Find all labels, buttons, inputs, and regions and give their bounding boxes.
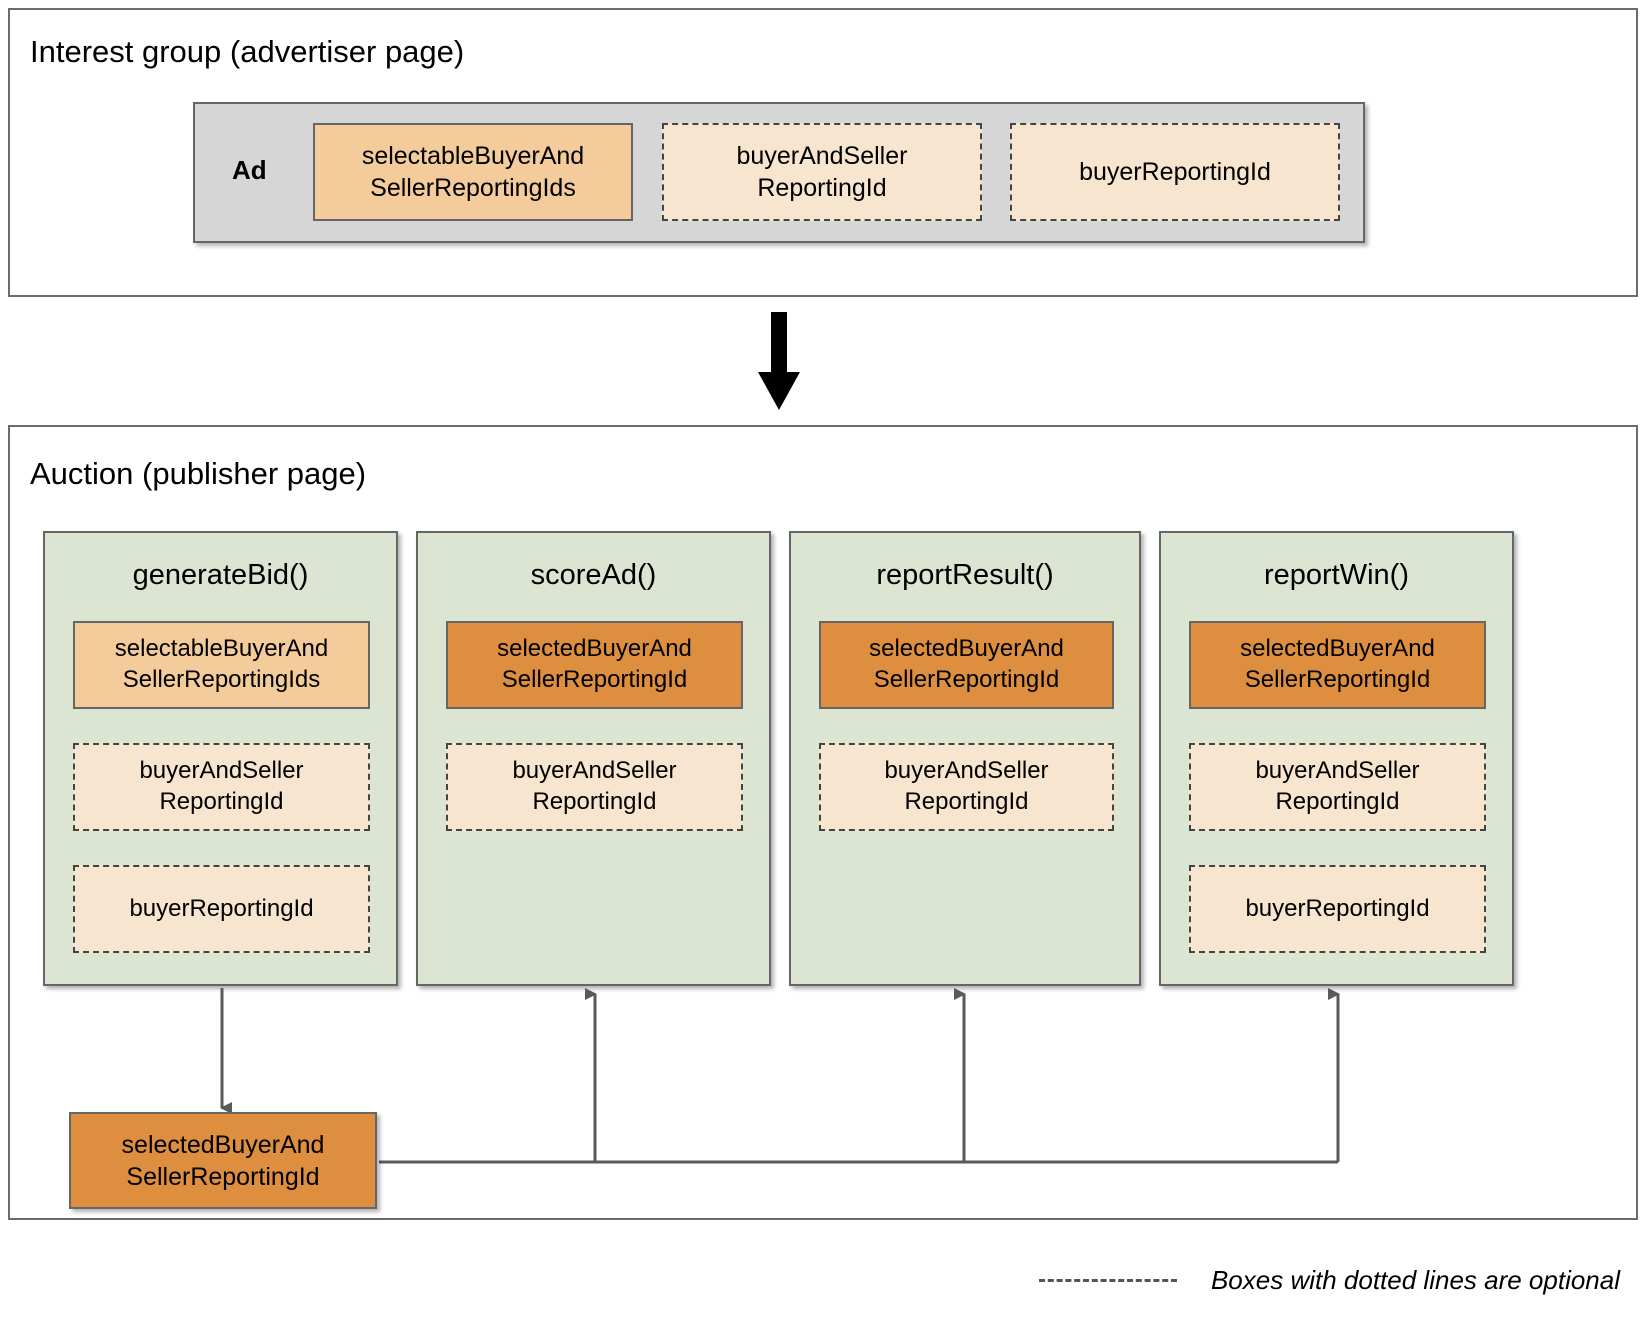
slot-selectable-buyer-and-seller-reporting-ids: selectableBuyerAnd SellerReportingIds — [73, 621, 370, 709]
slot-buyer-and-seller-reporting-id: buyerAndSeller ReportingId — [73, 743, 370, 831]
slot-line-1: selectedBuyerAnd — [869, 635, 1064, 663]
slot-selected-buyer-and-seller-reporting-id: selectedBuyerAnd SellerReportingId — [819, 621, 1114, 709]
legend-dashed-swatch — [1038, 1278, 1177, 1282]
slot-line-1: buyerAndSeller — [1255, 757, 1420, 785]
field-line-2: SellerReportingIds — [370, 174, 576, 202]
function-panel-scoread: scoreAd() selectedBuyerAnd SellerReporti… — [416, 531, 771, 986]
function-title: reportResult() — [876, 559, 1054, 591]
function-panel-reportresult: reportResult() selectedBuyerAnd SellerRe… — [789, 531, 1141, 986]
slot-buyer-and-seller-reporting-id: buyerAndSeller ReportingId — [1189, 743, 1486, 831]
slot-line-1: buyerAndSeller — [884, 757, 1049, 785]
slot-buyer-and-seller-reporting-id: buyerAndSeller ReportingId — [819, 743, 1114, 831]
slot-line-2: SellerReportingId — [501, 666, 688, 693]
slot-line-2: ReportingId — [159, 788, 284, 815]
result-box-selected-buyer-and-seller-reporting-id: selectedBuyerAnd SellerReportingId — [69, 1112, 377, 1209]
result-line-2: SellerReportingId — [126, 1162, 320, 1191]
slot-line-1: buyerAndSeller — [512, 757, 677, 785]
slot-line-1: selectableBuyerAnd — [114, 635, 329, 663]
field-line-2: ReportingId — [757, 174, 887, 202]
ig-field-buyer-reporting-id: buyerReportingId — [1010, 123, 1340, 221]
ig-field-buyer-and-seller-reporting-id: buyerAndSeller ReportingId — [662, 123, 982, 221]
flow-down-arrow-icon — [758, 312, 800, 410]
slot-selected-buyer-and-seller-reporting-id: selectedBuyerAnd SellerReportingId — [446, 621, 743, 709]
result-line-1: selectedBuyerAnd — [121, 1130, 325, 1159]
slot-selected-buyer-and-seller-reporting-id: selectedBuyerAnd SellerReportingId — [1189, 621, 1486, 709]
slot-line-2: ReportingId — [1275, 788, 1400, 815]
slot-buyer-reporting-id: buyerReportingId — [73, 865, 370, 953]
slot-line-1: buyerAndSeller — [139, 757, 304, 785]
ad-label: Ad — [232, 155, 267, 185]
auction-title: Auction (publisher page) — [30, 456, 367, 491]
function-title: reportWin() — [1263, 559, 1409, 591]
field-line-1: buyerAndSeller — [736, 142, 908, 170]
field-line-1: selectableBuyerAnd — [361, 142, 585, 170]
ig-field-selectable-buyer-and-seller-reporting-ids: selectableBuyerAnd SellerReportingIds — [313, 123, 633, 221]
slot-line-2: SellerReportingIds — [122, 666, 321, 693]
slot-line-1: selectedBuyerAnd — [1240, 635, 1435, 663]
slot-buyer-reporting-id: buyerReportingId — [1189, 865, 1486, 953]
legend-text: Boxes with dotted lines are optional — [1210, 1264, 1620, 1295]
slot-line-2: ReportingId — [904, 788, 1029, 815]
slot-line-2: SellerReportingId — [1244, 666, 1431, 693]
slot-line-2: SellerReportingId — [873, 666, 1060, 693]
function-panel-generatebid: generateBid() selectableBuyerAnd SellerR… — [43, 531, 398, 986]
slot-line-1: buyerReportingId — [129, 894, 314, 922]
function-title: scoreAd() — [530, 559, 657, 591]
slot-line-1: buyerReportingId — [1245, 894, 1430, 922]
slot-line-1: selectedBuyerAnd — [497, 635, 692, 663]
function-panel-reportwin: reportWin() selectedBuyerAnd SellerRepor… — [1159, 531, 1514, 986]
legend: Boxes with dotted lines are optional — [880, 1258, 1620, 1302]
function-title: generateBid() — [132, 559, 309, 591]
slot-buyer-and-seller-reporting-id: buyerAndSeller ReportingId — [446, 743, 743, 831]
slot-line-2: ReportingId — [532, 788, 657, 815]
interest-group-title: Interest group (advertiser page) — [30, 34, 465, 69]
field-line-1: buyerReportingId — [1079, 158, 1271, 186]
